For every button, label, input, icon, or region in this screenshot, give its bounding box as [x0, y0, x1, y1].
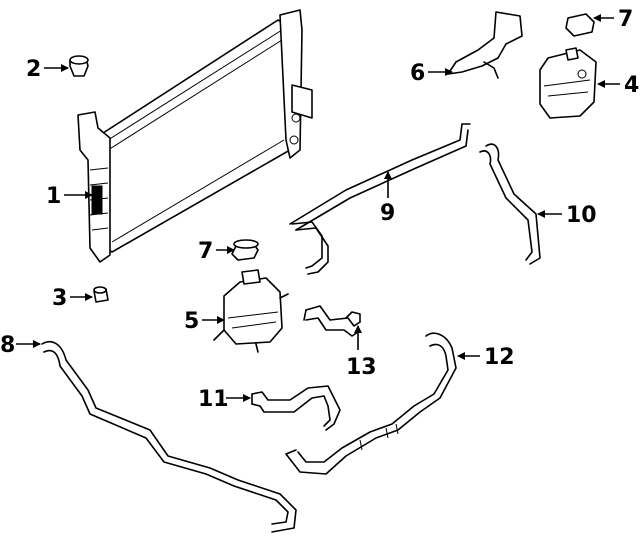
callout-number: 7 — [198, 239, 213, 264]
bushing — [93, 286, 109, 303]
radiator — [77, 9, 313, 263]
callout-4: 4 — [597, 73, 639, 98]
reservoir-cap-lower — [231, 239, 259, 261]
callout-number: 4 — [624, 73, 639, 98]
callout-number: 12 — [484, 345, 515, 370]
coolant-tube — [289, 123, 471, 275]
callout-number: 5 — [184, 309, 199, 334]
callout-12: 12 — [457, 345, 515, 370]
callout-7-lower: 7 — [198, 239, 235, 264]
callout-3: 3 — [52, 286, 93, 311]
mounting-clip — [69, 55, 89, 77]
callout-number: 9 — [380, 201, 395, 226]
reservoir-cap-upper — [565, 13, 595, 37]
upper-radiator-hose — [479, 143, 541, 265]
callout-number: 10 — [566, 203, 597, 228]
lower-radiator-hose — [285, 332, 457, 475]
callout-2: 2 — [26, 57, 69, 82]
callout-number: 2 — [26, 57, 41, 82]
callout-number: 6 — [410, 61, 425, 86]
callout-13: 13 — [346, 325, 377, 380]
callout-number: 3 — [52, 286, 67, 311]
callout-7-upper: 7 — [593, 7, 633, 32]
callout-11: 11 — [198, 387, 251, 412]
long-coolant-hose — [41, 340, 297, 533]
callout-number: 11 — [198, 387, 229, 412]
callout-number: 13 — [346, 355, 377, 380]
coolant-reservoir-upper — [539, 47, 597, 119]
callout-8: 8 — [0, 333, 41, 358]
reservoir-bracket — [447, 11, 523, 79]
coolant-reservoir-lower — [213, 269, 289, 353]
callout-5: 5 — [184, 309, 225, 334]
small-coolant-pipe — [303, 305, 361, 337]
callout-number: 8 — [0, 333, 15, 358]
callout-number: 1 — [46, 184, 61, 209]
reservoir-hose — [251, 385, 341, 431]
callout-6: 6 — [410, 61, 453, 86]
callout-10: 10 — [537, 203, 597, 228]
callout-9: 9 — [380, 171, 395, 226]
callout-1: 1 — [46, 184, 93, 209]
callout-number: 7 — [618, 7, 633, 32]
